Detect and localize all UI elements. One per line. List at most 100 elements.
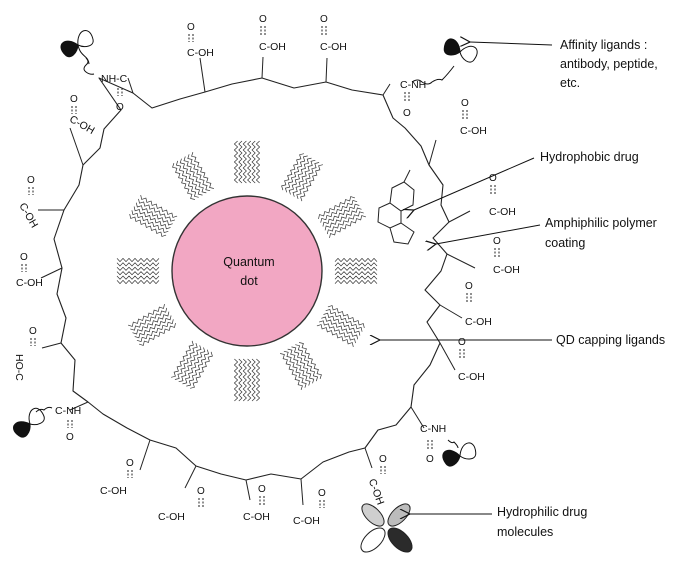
- ligand-chain: [329, 215, 367, 238]
- ligand-chain: [326, 211, 364, 235]
- capping-ligand-cluster: [281, 153, 323, 202]
- carbonyl-bonds: [21, 26, 500, 508]
- ligand-chain: [321, 316, 359, 340]
- ligand-chain: [316, 324, 354, 347]
- hydrophilic-label-line1: Hydrophilic drug: [497, 505, 587, 519]
- hydrophilic-drug-molecule-icon: [360, 503, 413, 553]
- carboxyl-label: C-OH: [187, 47, 214, 59]
- polymer-arrow: [436, 224, 541, 244]
- linker-tail: [411, 65, 455, 85]
- ligand-chain: [334, 266, 378, 271]
- carboxyl-label: C-OH: [16, 201, 40, 230]
- ligand-chain: [255, 358, 261, 402]
- ligand-chain: [323, 312, 361, 336]
- ligand-chain: [138, 323, 176, 346]
- ligand-chain: [233, 358, 239, 402]
- oxygen-label: O: [318, 488, 326, 499]
- ligand-chain: [324, 207, 362, 231]
- amide-label: C-NH: [400, 79, 426, 91]
- ligand-chain: [116, 271, 160, 276]
- annotation-labels: Affinity ligands : antibody, peptide, et…: [497, 38, 665, 539]
- ligand-chain: [300, 164, 323, 202]
- carboxyl-label: C-OH: [458, 371, 485, 383]
- hydrophilic-label-line2: molecules: [497, 525, 553, 539]
- ligand-chain: [178, 345, 202, 383]
- hydrophobic-label: Hydrophobic drug: [540, 150, 639, 164]
- ligand-chain: [334, 262, 378, 267]
- carboxyl-label: C-OH: [493, 264, 520, 276]
- oxygen-label: O: [259, 14, 267, 25]
- capping-label: QD capping ligands: [556, 333, 665, 347]
- capping-ligand-cluster: [316, 305, 365, 347]
- antibody-ligand-icon: [60, 30, 94, 65]
- capping-ligand-cluster: [334, 257, 378, 285]
- ligand-chain: [183, 156, 207, 194]
- polymer-backbone: [53, 77, 450, 481]
- amide-label: NH-C: [101, 73, 128, 85]
- amide-label: C-NH: [420, 423, 446, 435]
- oxygen-label: O: [187, 22, 195, 33]
- carboxyl-label: C-OH: [158, 511, 185, 523]
- ligand-chain: [135, 202, 173, 226]
- capping-ligand-cluster: [233, 140, 261, 184]
- carboxyl-label: C-OH: [489, 206, 516, 218]
- ligand-chain: [116, 266, 160, 271]
- ligand-chain: [320, 199, 358, 223]
- ligand-chain: [280, 353, 303, 391]
- oxygen-label: O: [493, 236, 501, 247]
- ligand-chain: [283, 350, 307, 388]
- ligand-chain: [251, 358, 256, 402]
- ligand-chain: [242, 140, 247, 184]
- ligand-chain: [327, 305, 365, 328]
- oxygen-label: O: [27, 175, 35, 186]
- ligand-chain: [296, 162, 320, 200]
- carboxyl-label: C-OH: [366, 477, 386, 506]
- polymer-branches: [38, 56, 476, 506]
- carboxyl-label: C-OH: [100, 485, 127, 497]
- annotation-arrows: [380, 42, 553, 514]
- ligand-chain: [138, 198, 176, 222]
- affinity-arrow: [470, 42, 553, 45]
- ligand-chain: [116, 262, 160, 267]
- ligand-chain: [140, 195, 178, 218]
- ligand-chain: [238, 358, 243, 402]
- ligand-chain: [133, 206, 171, 230]
- oxygen-label: O: [458, 337, 466, 348]
- oxygen-label: O: [126, 458, 134, 469]
- polymer-label-line2: coating: [545, 236, 585, 250]
- capping-ligand-cluster: [280, 342, 322, 391]
- oxygen-label: O: [320, 14, 328, 25]
- ligand-chain: [132, 311, 170, 335]
- ligand-chain: [288, 157, 312, 195]
- oxygen-label: O: [379, 454, 387, 465]
- ligand-chain: [291, 346, 315, 384]
- oxygen-label: O: [116, 102, 124, 113]
- capping-ligand-cluster: [318, 196, 367, 238]
- ligand-chain: [299, 342, 322, 380]
- oxygen-label: O: [197, 486, 205, 497]
- ligand-chain: [116, 279, 160, 285]
- linker-tail: [447, 439, 459, 449]
- oxygen-label: O: [489, 173, 497, 184]
- ligand-chain: [172, 162, 195, 200]
- oxygen-label: O: [258, 484, 266, 495]
- core-label-line1: Quantum: [223, 255, 274, 269]
- ligand-chain: [325, 308, 363, 332]
- carboxyl-label: C-OH: [465, 316, 492, 328]
- ligand-chain: [247, 358, 252, 402]
- ligand-chain: [251, 140, 256, 184]
- ligand-chain: [186, 349, 210, 387]
- carboxyl-label: C-OH: [16, 277, 43, 289]
- ligand-chain: [171, 340, 194, 378]
- hydrophobic-drug-ring-icon: [377, 169, 415, 245]
- ligand-chain: [134, 315, 172, 339]
- ligand-chain: [191, 151, 214, 189]
- ligand-chain: [295, 344, 319, 382]
- ligand-chain: [255, 140, 261, 184]
- carboxyl-label: C-OH: [293, 515, 320, 527]
- ligand-chain: [179, 158, 203, 196]
- ligand-chain: [136, 319, 174, 343]
- ligand-chain: [247, 140, 252, 184]
